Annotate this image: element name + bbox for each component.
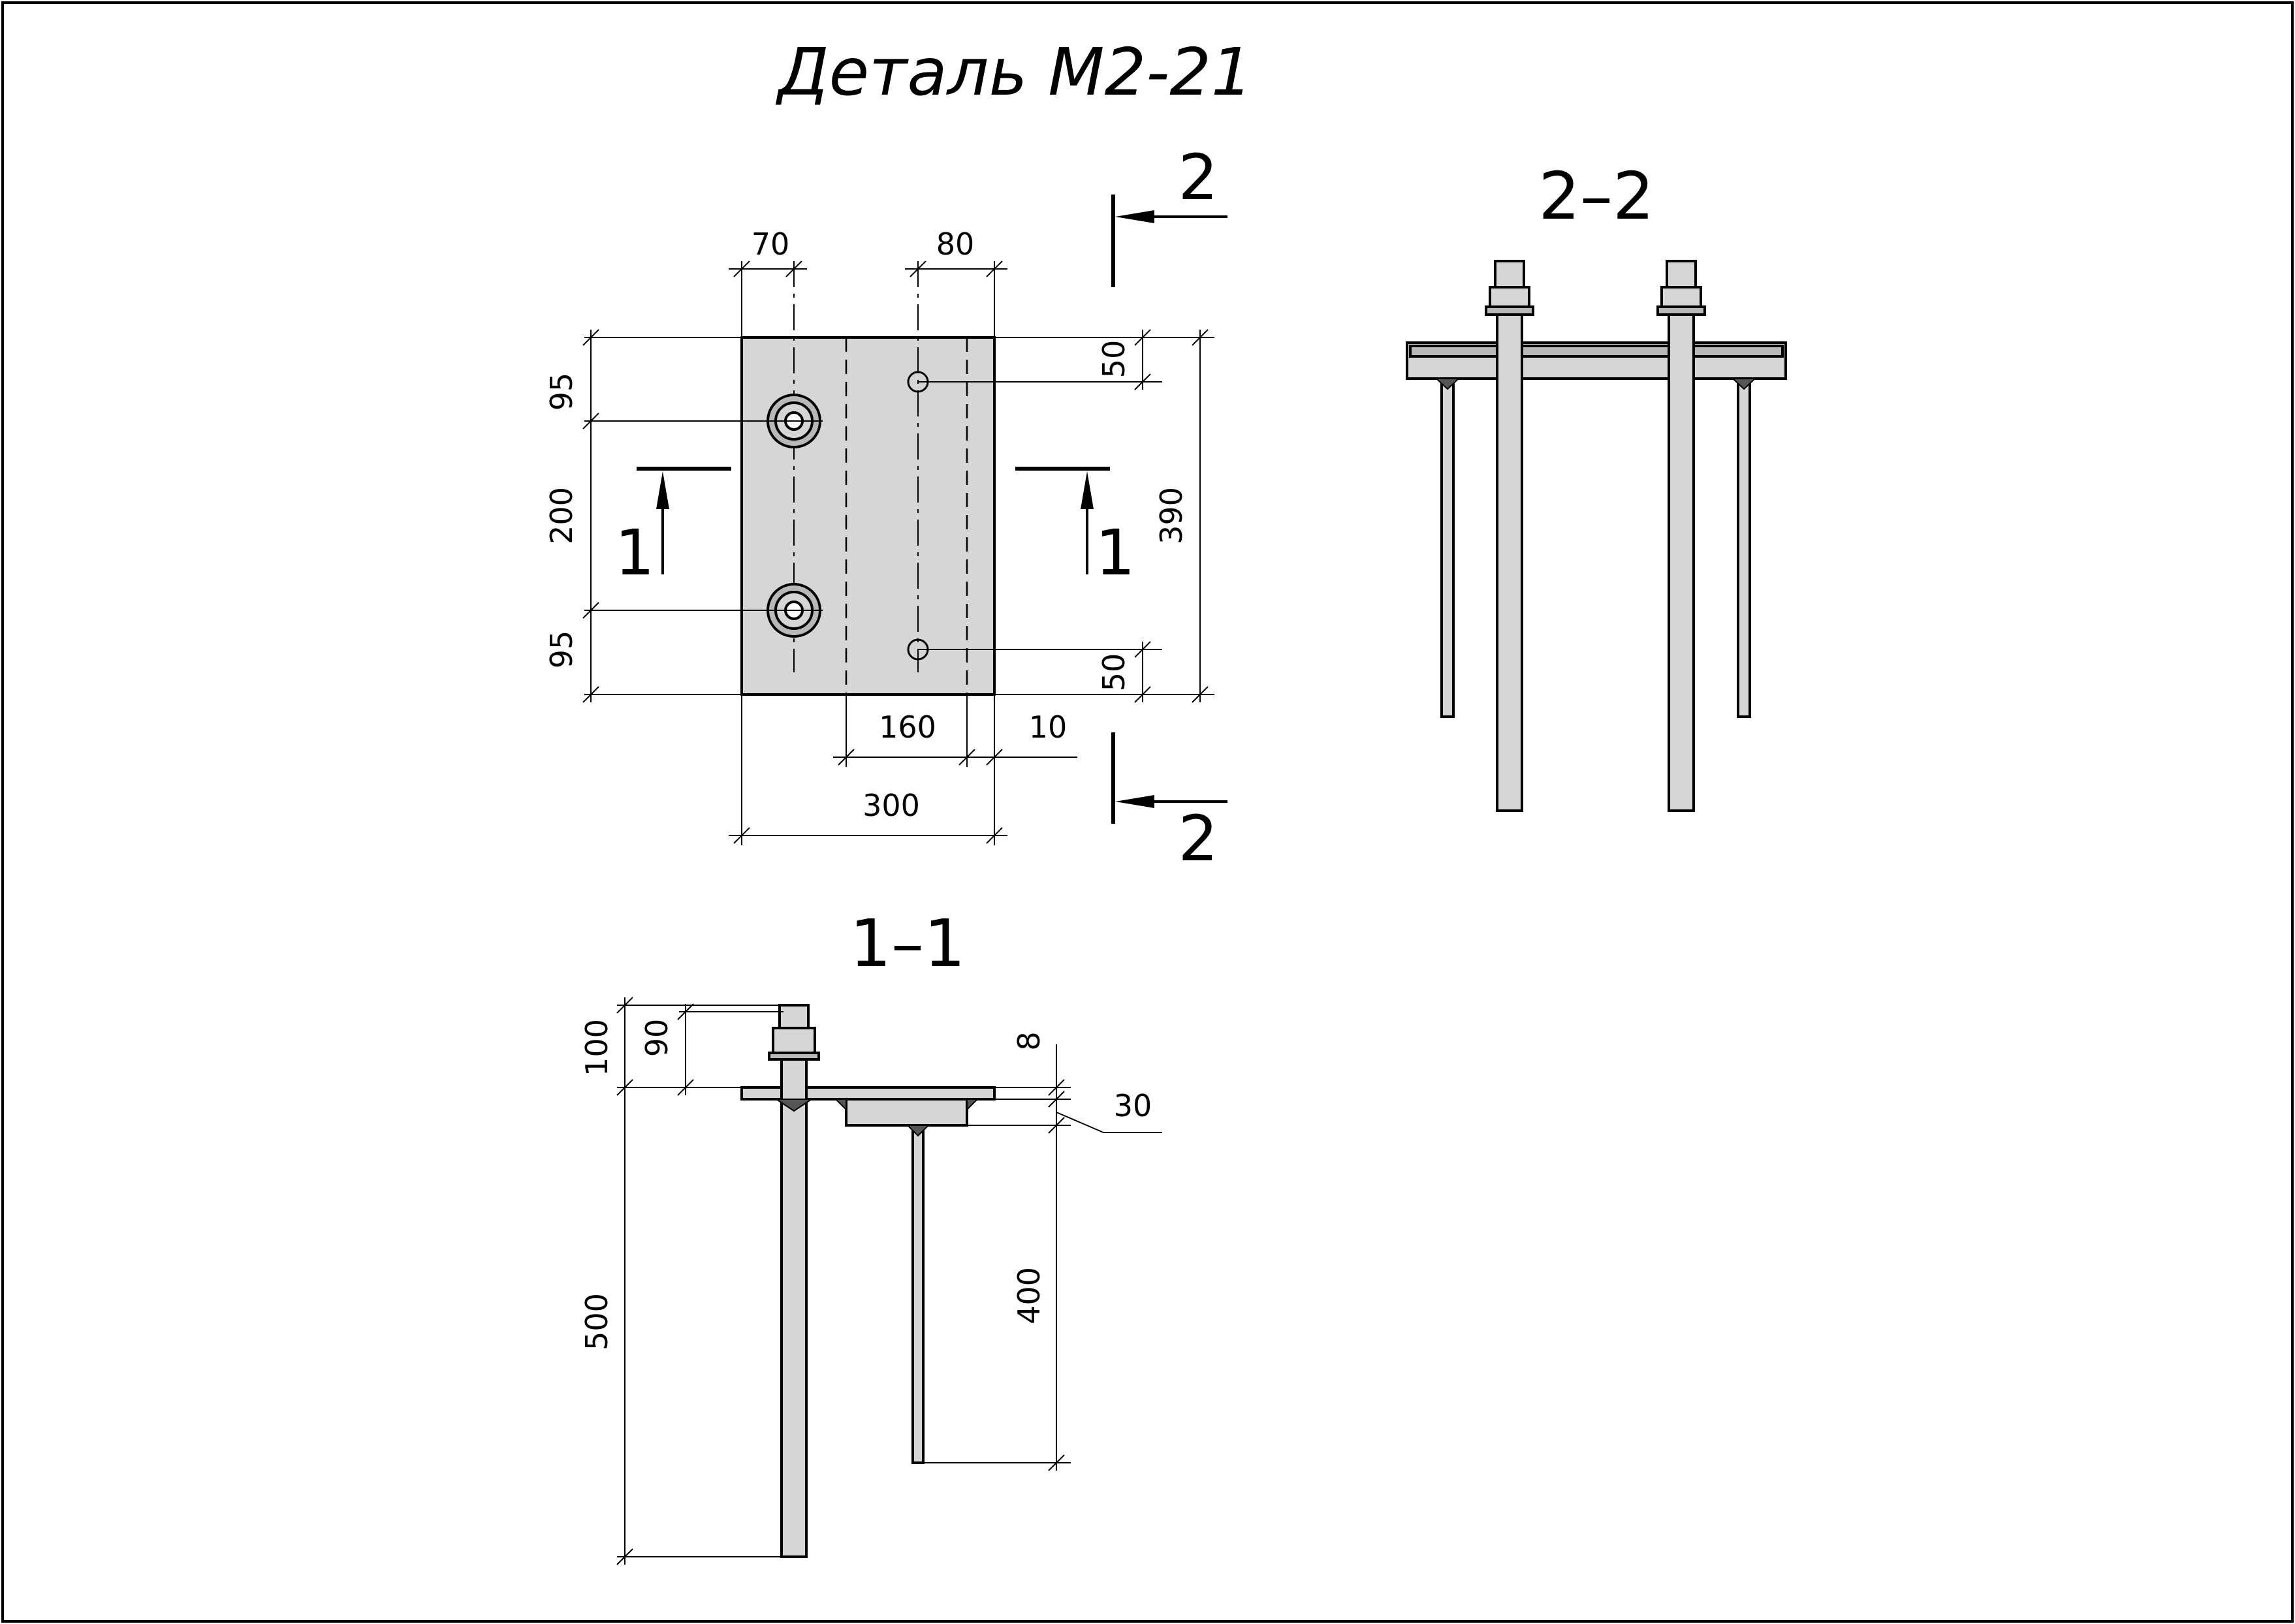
- dim-rib-height: 30: [1114, 1088, 1152, 1123]
- s11-dim-90-tick1: [677, 1003, 694, 1020]
- s22-nut-top-left: [1494, 260, 1525, 289]
- cut1-right-label: 1: [1095, 516, 1135, 589]
- s11-leader-30: [1056, 1112, 1104, 1133]
- section-2-2: 2–2: [1406, 158, 1787, 812]
- s22-long-bolt-left: [1496, 307, 1523, 812]
- s22-washer-right: [1656, 305, 1706, 316]
- plan-dim-right-total-tick2: [1192, 686, 1209, 703]
- dim-left-bottom: 95: [544, 631, 579, 669]
- dim-right-bottom: 50: [1096, 653, 1132, 692]
- plan-dim-right-tick2: [1134, 373, 1151, 390]
- s22-plate-top-strip: [1409, 345, 1784, 358]
- s11-anchor-weld-icon: [906, 1125, 930, 1137]
- cut2-bottom-arrow-head-icon: [1115, 795, 1154, 808]
- s11-dim-r-tick1: [1048, 1079, 1065, 1096]
- dim-long-anchor: 500: [579, 1293, 614, 1351]
- s22-nut-top-right: [1666, 260, 1697, 289]
- s11-rib: [845, 1098, 968, 1127]
- s22-short-anchor-left: [1440, 377, 1455, 718]
- s22-washer-left: [1485, 305, 1534, 316]
- plan-dim-right-tick4: [1134, 686, 1151, 703]
- dim-left-mid: 200: [544, 487, 579, 544]
- s22-nut-bottom-right: [1660, 286, 1702, 308]
- s11-dim-500-tick: [616, 1548, 633, 1565]
- s22-weld-right-icon: [1731, 378, 1757, 390]
- dim-short-anchor: 400: [1011, 1267, 1047, 1324]
- cut1-left-label: 1: [614, 516, 654, 589]
- s22-nut-bottom-left: [1489, 286, 1530, 308]
- s11-long-bolt: [780, 1007, 808, 1558]
- plan-dim-left-tick2: [582, 413, 599, 429]
- section-1-1: 1–1 100 500 90: [579, 905, 1162, 1565]
- s11-bolt-weld-icon: [774, 1099, 814, 1112]
- plan-base-plate: [740, 336, 996, 696]
- s11-rib-weld-left-icon: [834, 1099, 847, 1112]
- dim-bolt-thread: 90: [639, 1019, 674, 1057]
- cut1-right-arrow-head-icon: [1081, 471, 1094, 509]
- dim-top-right: 80: [936, 226, 975, 262]
- plan-dim-left-tick1: [582, 329, 599, 346]
- plan-dim-right-tick3: [1134, 641, 1151, 658]
- drawing-title: Деталь М2-21: [775, 34, 1252, 110]
- dim-bolt-total: 100: [579, 1019, 614, 1076]
- plan-dim-top-left-tick2: [785, 260, 802, 277]
- cut1-left-arrow-head-icon: [656, 471, 669, 509]
- dim-bottom-right: 10: [1029, 710, 1068, 745]
- s11-short-anchor: [911, 1124, 925, 1464]
- cut2-top-arrow-head-icon: [1115, 210, 1154, 223]
- cut2-top-label: 2: [1178, 141, 1218, 214]
- s11-dim-100-tick2: [616, 1079, 633, 1096]
- plan-view: 95 200 95 50 50 390 70 80: [544, 141, 1227, 875]
- plan-dim-bottom-tick3: [986, 749, 1003, 766]
- section-2-2-title: 2–2: [1538, 158, 1654, 234]
- plan-bolt-top: [767, 394, 821, 448]
- plan-dim-left-tick3: [582, 602, 599, 619]
- s22-short-anchor-right: [1737, 377, 1751, 718]
- s22-long-bolt-right: [1668, 307, 1695, 812]
- plan-dim-right-total-tick1: [1192, 329, 1209, 346]
- s11-dim-90-tick2: [677, 1079, 694, 1096]
- plan-dim-bottom-total-tick1: [733, 827, 750, 844]
- plan-dim-bottom-tick2: [958, 749, 975, 766]
- dim-bottom-total: 300: [863, 788, 920, 823]
- dim-right-total: 390: [1154, 487, 1189, 544]
- dim-bottom-mid: 160: [879, 710, 936, 745]
- cut2-bottom-label: 2: [1178, 802, 1218, 875]
- s11-rib-weld-right-icon: [966, 1099, 979, 1112]
- s11-nut-bottom: [772, 1027, 816, 1054]
- section-1-1-title: 1–1: [849, 905, 965, 982]
- s11-dim-100-tick1: [616, 997, 633, 1014]
- plan-dim-left-tick4: [582, 686, 599, 703]
- plan-dim-top-right-tick1: [910, 260, 926, 277]
- s11-nut-top: [778, 1004, 810, 1029]
- dim-right-top: 50: [1096, 340, 1132, 379]
- s11-dim-r-tick3: [1048, 1117, 1065, 1134]
- s11-dim-r-tick2: [1048, 1091, 1065, 1108]
- s11-plate: [740, 1086, 996, 1101]
- dim-top-left: 70: [752, 226, 790, 262]
- s11-dim-r-tick4: [1048, 1454, 1065, 1471]
- plan-dim-top-right-tick2: [986, 260, 1003, 277]
- s22-weld-left-icon: [1434, 378, 1461, 390]
- plan-dim-bottom-tick1: [838, 749, 855, 766]
- plan-dim-right-tick1: [1134, 329, 1151, 346]
- dim-plate-thickness: 8: [1011, 1031, 1047, 1050]
- plan-dim-bottom-total-tick2: [986, 827, 1003, 844]
- plan-dim-top-left-tick1: [733, 260, 750, 277]
- dim-left-top: 95: [544, 373, 579, 411]
- s11-washer: [768, 1052, 820, 1061]
